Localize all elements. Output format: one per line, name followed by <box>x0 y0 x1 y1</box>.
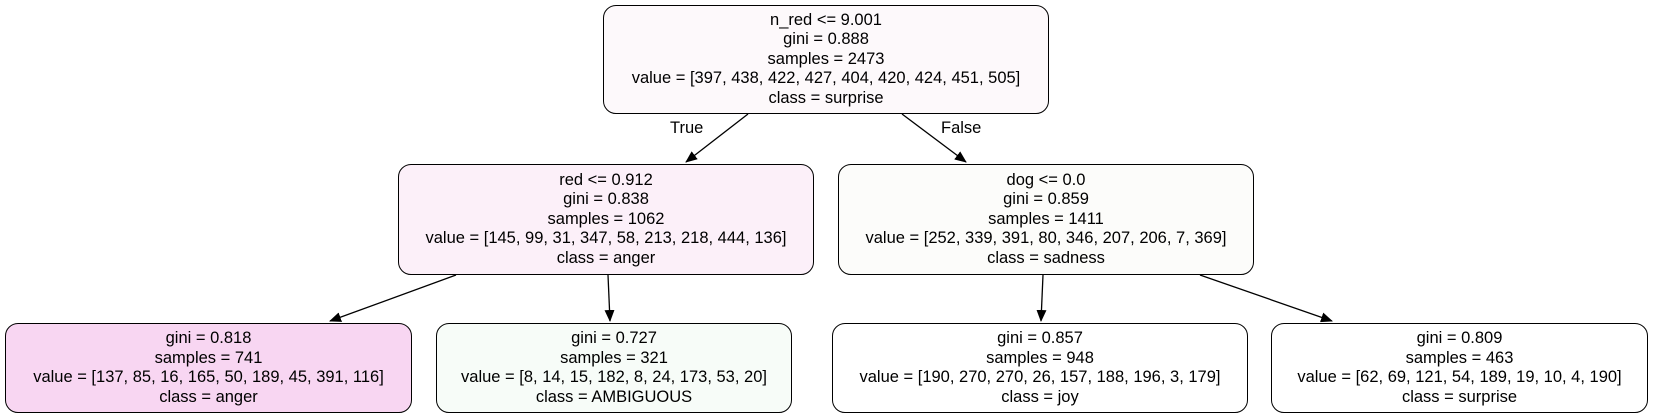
node-value: value = [62, 69, 121, 54, 189, 19, 10, 4… <box>1297 368 1622 386</box>
node-leaf-rl: gini = 0.857 samples = 948 value = [190,… <box>832 323 1248 413</box>
edge-label-false: False <box>941 119 982 137</box>
edge-label-true: True <box>670 119 704 137</box>
node-left: red <= 0.912 gini = 0.838 samples = 1062… <box>398 164 814 275</box>
node-split: n_red <= 9.001 <box>770 10 882 29</box>
node-root: n_red <= 9.001 gini = 0.888 samples = 24… <box>603 5 1049 114</box>
node-class: class = anger <box>159 387 258 406</box>
edge-right-leaf-rr <box>1199 274 1333 323</box>
node-class: class = surprise <box>768 88 884 107</box>
node-class: class = AMBIGUOUS <box>535 387 693 406</box>
node-value: value = [252, 339, 391, 80, 346, 207, 20… <box>865 229 1227 248</box>
node-right: dog <= 0.0 gini = 0.859 samples = 1411 v… <box>838 164 1254 275</box>
node-samples: samples = 2473 <box>767 49 885 68</box>
node-gini: gini = 0.727 <box>571 329 657 347</box>
node-samples: samples = 1411 <box>988 209 1104 228</box>
node-value: value = [190, 270, 270, 26, 157, 188, 19… <box>859 368 1221 386</box>
node-gini: gini = 0.809 <box>1416 329 1503 347</box>
node-split: dog <= 0.0 <box>1006 170 1086 189</box>
node-samples: samples = 321 <box>560 348 668 367</box>
node-gini: gini = 0.838 <box>563 190 649 209</box>
edge-left-leaf-lr <box>604 274 615 322</box>
node-samples: samples = 1062 <box>547 209 665 228</box>
node-leaf-lr: gini = 0.727 samples = 321 value = [8, 1… <box>436 323 792 413</box>
node-class: class = surprise <box>1401 387 1518 406</box>
node-samples: samples = 741 <box>154 348 263 367</box>
edge-left-leaf-ll <box>329 274 457 322</box>
node-value: value = [145, 99, 31, 347, 58, 213, 218,… <box>425 229 787 248</box>
node-leaf-rr: gini = 0.809 samples = 463 value = [62, … <box>1271 323 1648 413</box>
node-gini: gini = 0.818 <box>165 329 252 347</box>
node-class: class = anger <box>556 248 656 267</box>
node-gini: gini = 0.859 <box>1003 190 1089 209</box>
edge-right-leaf-rl <box>1036 274 1047 322</box>
node-value: value = [8, 14, 15, 182, 8, 24, 173, 53,… <box>461 368 767 386</box>
node-value: value = [137, 85, 16, 165, 50, 189, 45, … <box>33 368 384 386</box>
node-value: value = [397, 438, 422, 427, 404, 420, 4… <box>631 69 1021 88</box>
edge-root-left <box>685 113 749 163</box>
node-gini: gini = 0.888 <box>783 30 869 49</box>
node-samples: samples = 948 <box>986 348 1094 367</box>
node-class: class = sadness <box>987 248 1105 267</box>
edge-root-right <box>901 113 967 163</box>
node-leaf-ll: gini = 0.818 samples = 741 value = [137,… <box>5 323 412 413</box>
node-split: red <= 0.912 <box>559 170 653 189</box>
node-gini: gini = 0.857 <box>997 329 1083 347</box>
node-samples: samples = 463 <box>1405 348 1514 367</box>
node-class: class = joy <box>1001 387 1079 406</box>
